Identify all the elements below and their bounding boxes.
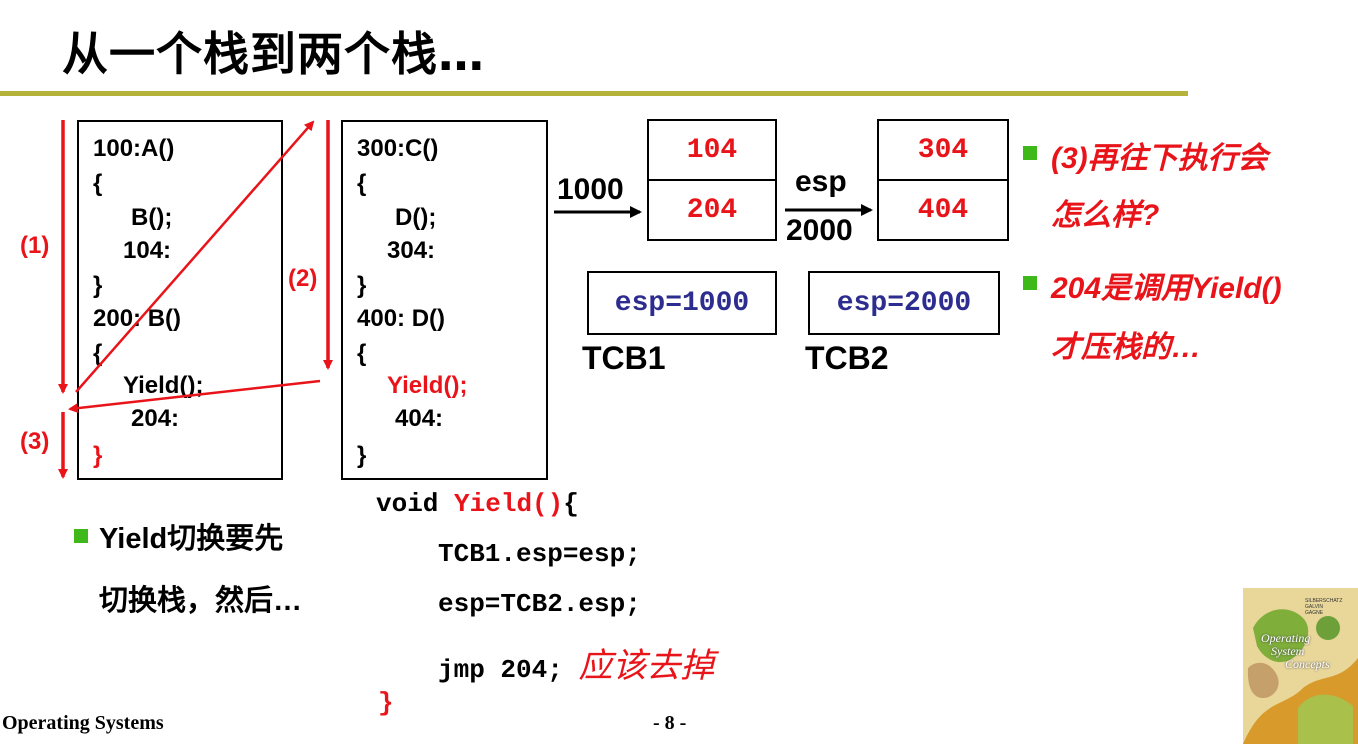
title-underline xyxy=(0,91,1188,96)
stack1-cell: 204 xyxy=(647,179,777,241)
step-label-2: (2) xyxy=(288,265,318,292)
code-line: 204: xyxy=(131,405,180,432)
note-line: Yield切换要先 xyxy=(99,523,284,555)
code-line: 100:A() xyxy=(93,135,175,162)
bullet-icon xyxy=(1023,146,1037,160)
book-title-line: Operating xyxy=(1261,631,1311,645)
code-line: } xyxy=(357,272,367,299)
note-line: 怎么样? xyxy=(1051,199,1160,232)
book-author: GALVIN xyxy=(1305,604,1323,610)
tcb1-box: esp=1000 xyxy=(587,271,777,335)
page-title: 从一个栈到两个栈… xyxy=(62,27,485,81)
note-line: (3)再往下执行会 xyxy=(1051,142,1268,175)
book-author: GAGNE xyxy=(1305,610,1324,616)
tcb2-label: TCB2 xyxy=(805,340,889,376)
code-line: 404: xyxy=(395,405,444,432)
yield-code-line: esp=TCB2.esp; xyxy=(438,589,641,619)
book-title: Operating System Concepts xyxy=(1261,632,1330,671)
code-token: { xyxy=(563,489,579,519)
note-line: 才压栈的… xyxy=(1051,331,1201,364)
note-line: 切换栈，然后… xyxy=(99,585,303,617)
code-token: Yield() xyxy=(454,489,564,519)
yield-code-line: } xyxy=(378,688,394,718)
esp-label: esp xyxy=(795,165,847,198)
code-line: 104: xyxy=(123,237,172,264)
stack2-cell: 404 xyxy=(877,179,1009,241)
yield-code-line: TCB1.esp=esp; xyxy=(438,539,641,569)
switch-arrow-up xyxy=(75,120,315,393)
footer-title: Operating Systems xyxy=(2,712,164,734)
code-line: { xyxy=(357,340,367,367)
code-line: 304: xyxy=(387,237,436,264)
yield-code-line1: void Yield(){ xyxy=(376,489,579,519)
book-authors: SILBERSCHATZ GALVIN GAGNE xyxy=(1305,598,1342,616)
code-line: } xyxy=(357,442,367,469)
book-author: SILBERSCHATZ xyxy=(1305,598,1343,604)
code-line: { xyxy=(357,170,367,197)
code-line: D(); xyxy=(395,204,437,231)
note-line: 204是调用Yield() xyxy=(1051,272,1282,305)
code-line: } xyxy=(93,272,103,299)
code-line: Yield(); xyxy=(387,372,468,399)
code-comment: 应该去掉 xyxy=(578,646,715,686)
step-label-1: (1) xyxy=(20,232,50,259)
step-label-3: (3) xyxy=(20,428,50,455)
tcb1-label: TCB1 xyxy=(582,340,666,376)
code-line: 200: B() xyxy=(93,305,182,332)
code-line: 400: D() xyxy=(357,305,446,332)
bullet-icon xyxy=(1023,276,1037,290)
stack2-address: 2000 xyxy=(786,214,853,247)
book-title-line: Concepts xyxy=(1285,657,1330,671)
bullet-icon xyxy=(74,529,88,543)
stack1-cell: 104 xyxy=(647,119,777,181)
yield-code-line4: jmp 204; 应该去掉 xyxy=(438,638,714,687)
code-line: B(); xyxy=(131,204,173,231)
page-number: - 8 - xyxy=(653,712,687,734)
stack1-address: 1000 xyxy=(557,173,624,206)
code-token: void xyxy=(376,489,439,519)
code-box-thread1: 100:A() { B(); 104: } 200: B() { Yield()… xyxy=(77,120,283,480)
book-cover-image: SILBERSCHATZ GALVIN GAGNE Operating Syst… xyxy=(1243,588,1358,744)
tcb2-box: esp=2000 xyxy=(808,271,1000,335)
code-line: 300:C() xyxy=(357,135,439,162)
switch-arrow-back xyxy=(68,379,321,414)
stack2-cell: 304 xyxy=(877,119,1009,181)
code-line: } xyxy=(93,442,103,469)
code-box-thread2: 300:C() { D(); 304: } 400: D() { Yield()… xyxy=(341,120,548,480)
code-token: jmp 204; xyxy=(438,655,563,685)
code-line: { xyxy=(93,170,103,197)
book-title-line: System xyxy=(1271,644,1305,658)
code-line: { xyxy=(93,340,103,367)
